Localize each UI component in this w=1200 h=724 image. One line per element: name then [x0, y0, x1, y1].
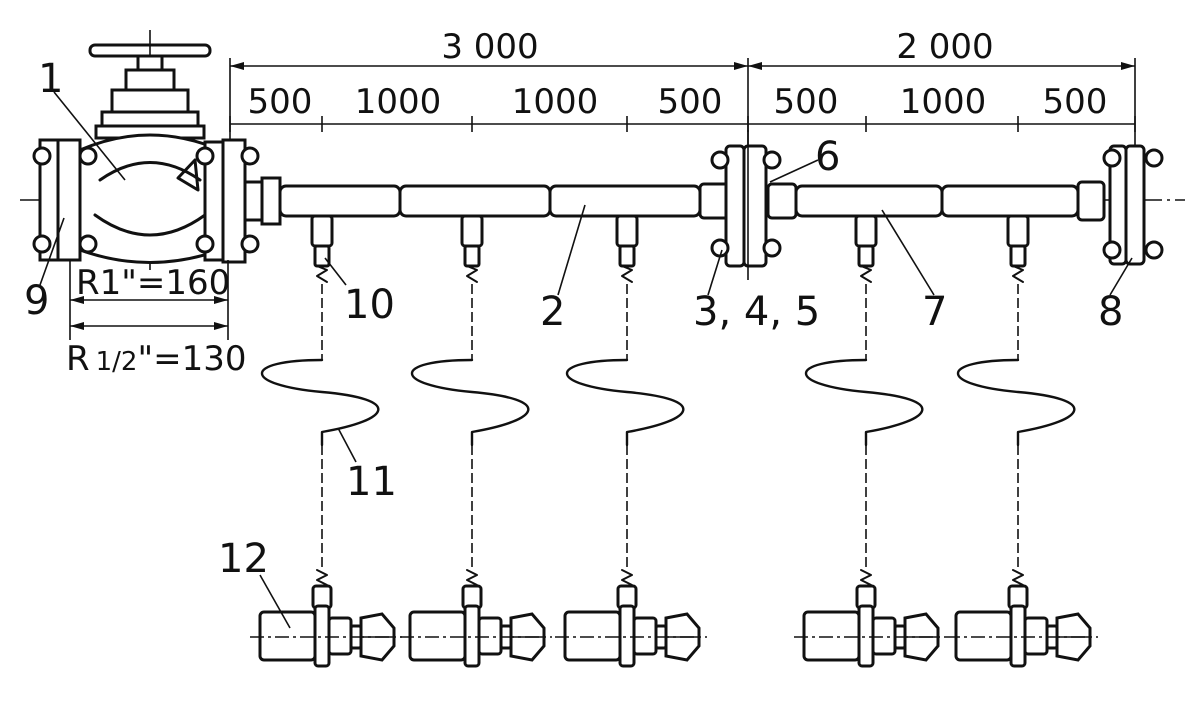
branch-thread-5 — [1012, 265, 1024, 283]
callout-6: 6 — [815, 134, 840, 180]
valve-dimensions — [69, 260, 229, 340]
pipe — [243, 176, 1106, 226]
branch-3 — [555, 214, 707, 668]
fitting-collar-5 — [1009, 604, 1027, 668]
fitting-body-3 — [563, 610, 622, 662]
fitting-neck-3 — [632, 616, 658, 656]
callout-11: 11 — [346, 459, 397, 505]
dim-segment-2: 1000 — [355, 82, 442, 122]
branch-thread-3 — [621, 265, 633, 283]
fitting-thread-5 — [1012, 569, 1024, 586]
branch-tee-2 — [460, 214, 484, 248]
fitting-body-2 — [408, 610, 467, 662]
branch-2 — [400, 214, 552, 668]
fitting-collar-2 — [463, 604, 481, 668]
middle-flange-joint — [710, 130, 782, 280]
callout-2: 2 — [540, 289, 565, 335]
dim-overall-left: 3 000 — [441, 27, 538, 67]
fitting-collar-3 — [618, 604, 636, 668]
dim-segment-6: 1000 — [900, 82, 987, 122]
branch-thread-4 — [860, 265, 872, 283]
callout-9: 9 — [24, 278, 49, 324]
dim-segment-3: 1000 — [512, 82, 599, 122]
dimension-lines — [229, 58, 1136, 150]
branch-group — [250, 214, 1098, 668]
fitting-neck-2 — [477, 616, 503, 656]
fitting-thread-2 — [466, 569, 478, 586]
fitting-thread-3 — [621, 569, 633, 586]
branch-nipple-2 — [463, 244, 481, 268]
hose-2 — [410, 358, 530, 447]
fitting-collar-1 — [313, 604, 331, 668]
fitting-thread-4 — [860, 569, 872, 586]
callout-1: 1 — [38, 56, 63, 102]
branch-tee-4 — [854, 214, 878, 248]
branch-tee-3 — [615, 214, 639, 248]
fitting-neck-1 — [327, 616, 353, 656]
end-flange — [1102, 144, 1164, 266]
hose-4 — [804, 358, 924, 447]
dim-overall-right: 2 000 — [896, 27, 993, 67]
dim-segment-1: 500 — [248, 82, 313, 122]
branch-4 — [794, 214, 946, 668]
branch-thread-1 — [316, 265, 328, 283]
dim-segment-7: 500 — [1043, 82, 1108, 122]
fitting-body-1 — [258, 610, 317, 662]
dim-segment-5: 500 — [774, 82, 839, 122]
leader-lines — [39, 91, 1133, 629]
branch-nipple-5 — [1009, 244, 1027, 268]
fitting-neck-4 — [871, 616, 897, 656]
valve — [32, 30, 260, 270]
callout-10: 10 — [344, 282, 395, 328]
branch-5 — [946, 214, 1098, 668]
hose-3 — [565, 358, 685, 447]
fitting-collar-4 — [857, 604, 875, 668]
hose-1 — [260, 358, 380, 447]
branch-thread-2 — [466, 265, 478, 283]
fitting-body-4 — [802, 610, 861, 662]
branch-tee-5 — [1006, 214, 1030, 248]
branch-tee-1 — [310, 214, 334, 248]
branch-nipple-4 — [857, 244, 875, 268]
fitting-neck-5 — [1023, 616, 1049, 656]
callout-7: 7 — [922, 289, 947, 335]
branch-1 — [250, 214, 402, 668]
hose-5 — [956, 358, 1076, 447]
dim-r1: R1"=160 — [76, 263, 230, 303]
branch-nipple-1 — [313, 244, 331, 268]
branch-nipple-3 — [618, 244, 636, 268]
callout-3-4-5: 3, 4, 5 — [693, 289, 820, 335]
fitting-body-5 — [954, 610, 1013, 662]
callout-12: 12 — [218, 536, 269, 582]
callout-8: 8 — [1098, 289, 1123, 335]
dim-segment-4: 500 — [658, 82, 723, 122]
fitting-thread-1 — [316, 569, 328, 586]
